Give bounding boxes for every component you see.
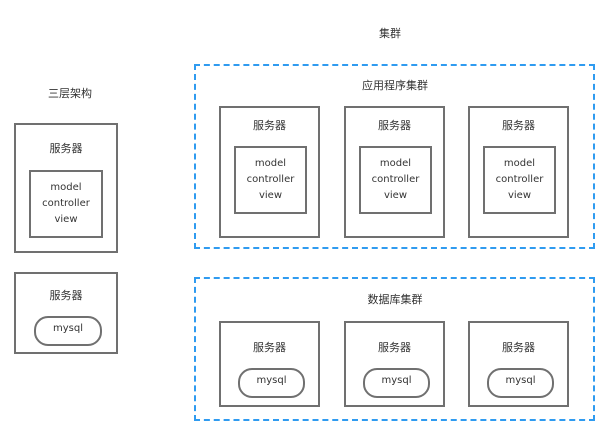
controller-label: controller [495, 174, 544, 185]
model-label: model [379, 158, 412, 169]
server-label: 服务器 [378, 341, 411, 354]
server-label: 服务器 [253, 119, 286, 132]
app-server-2: 服务器 model controller view [344, 106, 445, 238]
three-tier-title: 三层架构 [48, 87, 92, 100]
mysql-database: mysql [34, 316, 102, 346]
app-cluster [194, 64, 595, 249]
mvc-box: model controller view [234, 146, 307, 214]
db-server-3: 服务器 mysql [468, 321, 569, 407]
controller-label: controller [42, 198, 90, 209]
view-label: view [258, 190, 283, 201]
mysql-database: mysql [238, 368, 305, 398]
cluster-heading: 集群 [379, 27, 401, 40]
db-cluster-title: 数据库集群 [367, 293, 423, 306]
model-label: model [50, 182, 82, 193]
app-server-3: 服务器 model controller view [468, 106, 569, 238]
view-label: view [383, 190, 408, 201]
model-label: model [254, 158, 287, 169]
mvc-box: model controller view [29, 170, 103, 238]
mysql-database: mysql [487, 368, 554, 398]
three-tier-app-server: 服务器 model controller view [14, 123, 118, 253]
server-label: 服务器 [49, 289, 83, 302]
model-label: model [503, 158, 536, 169]
server-label: 服务器 [49, 142, 83, 155]
app-cluster-title: 应用程序集群 [362, 79, 428, 92]
mysql-database: mysql [363, 368, 430, 398]
server-label: 服务器 [502, 341, 535, 354]
view-label: view [54, 214, 78, 225]
server-label: 服务器 [253, 341, 286, 354]
db-cluster [194, 277, 595, 421]
db-server-2: 服务器 mysql [344, 321, 445, 407]
three-tier-db-server: 服务器 mysql [14, 272, 118, 354]
controller-label: controller [371, 174, 420, 185]
app-server-1: 服务器 model controller view [219, 106, 320, 238]
view-label: view [507, 190, 532, 201]
mvc-box: model controller view [483, 146, 556, 214]
db-server-1: 服务器 mysql [219, 321, 320, 407]
mvc-box: model controller view [359, 146, 432, 214]
server-label: 服务器 [378, 119, 411, 132]
server-label: 服务器 [502, 119, 535, 132]
controller-label: controller [246, 174, 295, 185]
